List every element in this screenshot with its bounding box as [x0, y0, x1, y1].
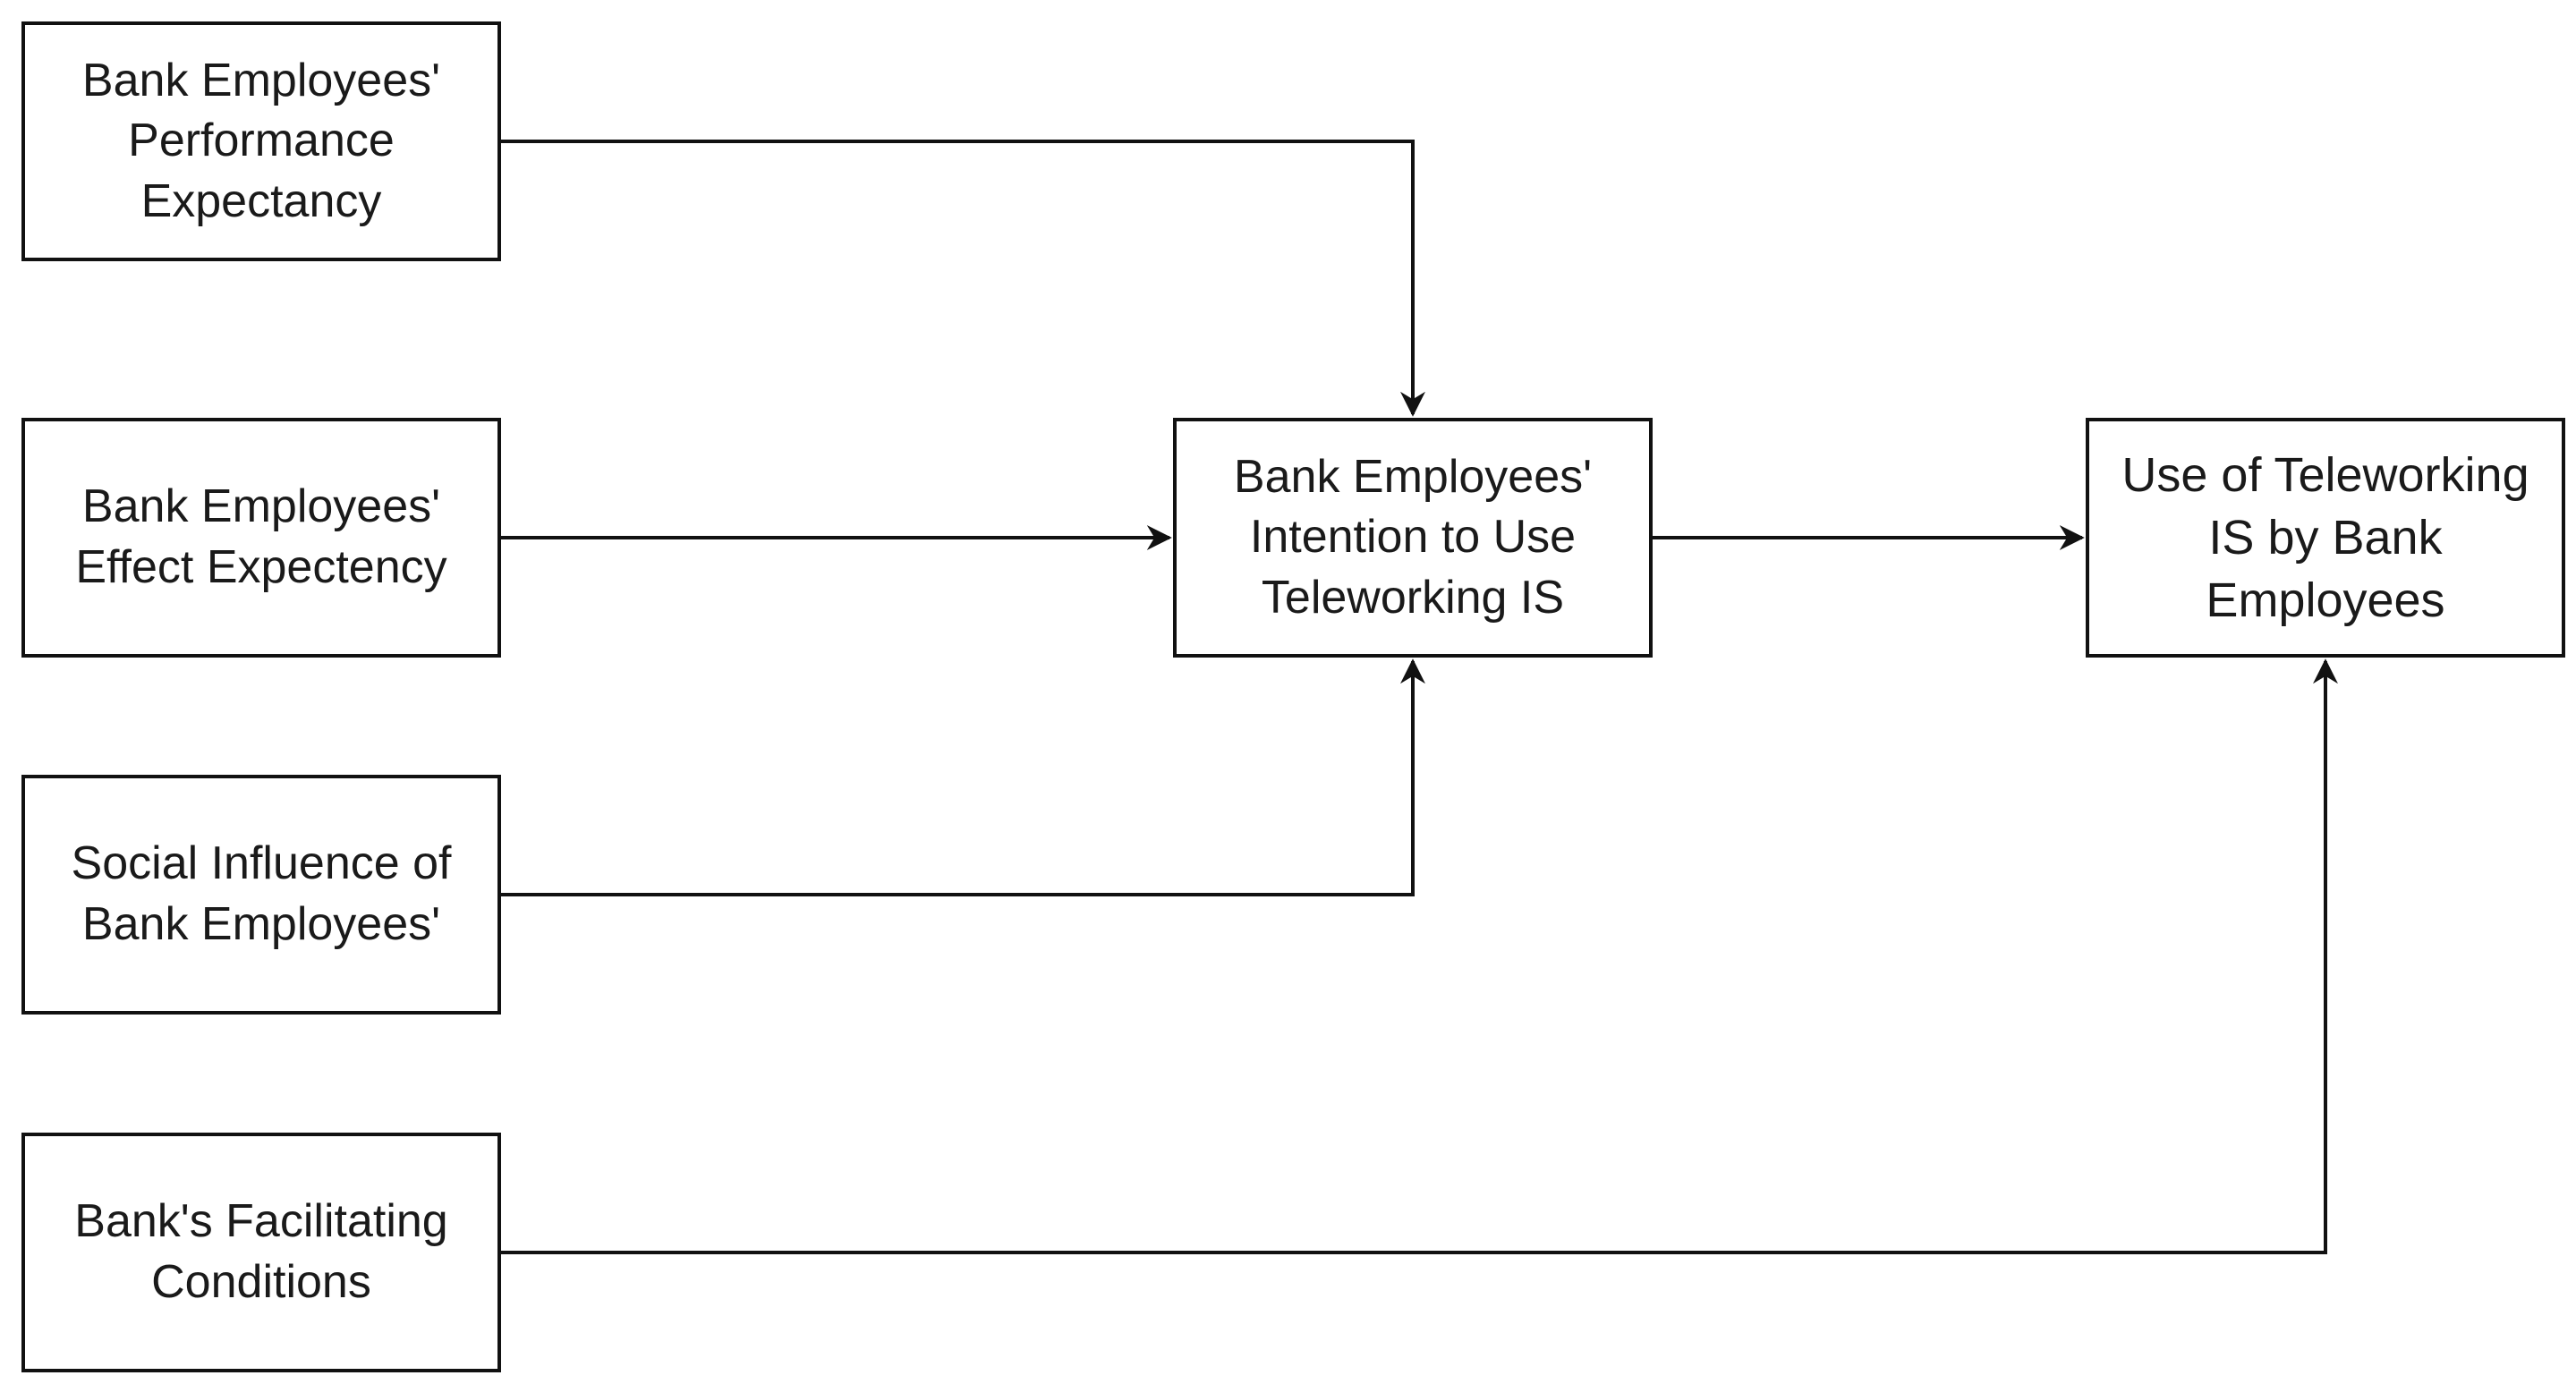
edge-social-to-intention	[501, 658, 1425, 896]
edge-facilitating-to-use	[501, 658, 2338, 1254]
node-facilitating-conditions: Bank's Facilitating Conditions	[21, 1133, 501, 1372]
node-use-behavior: Use of Teleworking IS by Bank Employees	[2086, 418, 2565, 658]
node-social-influence: Social Influence of Bank Employees'	[21, 775, 501, 1015]
node-performance-expectancy: Bank Employees' Performance Expectancy	[21, 21, 501, 261]
edge-performance-to-intention	[501, 140, 1425, 417]
node-behavioral-intention: Bank Employees' Intention to Use Telewor…	[1173, 418, 1653, 658]
node-effort-expectancy: Bank Employees' Effect Expectency	[21, 418, 501, 658]
